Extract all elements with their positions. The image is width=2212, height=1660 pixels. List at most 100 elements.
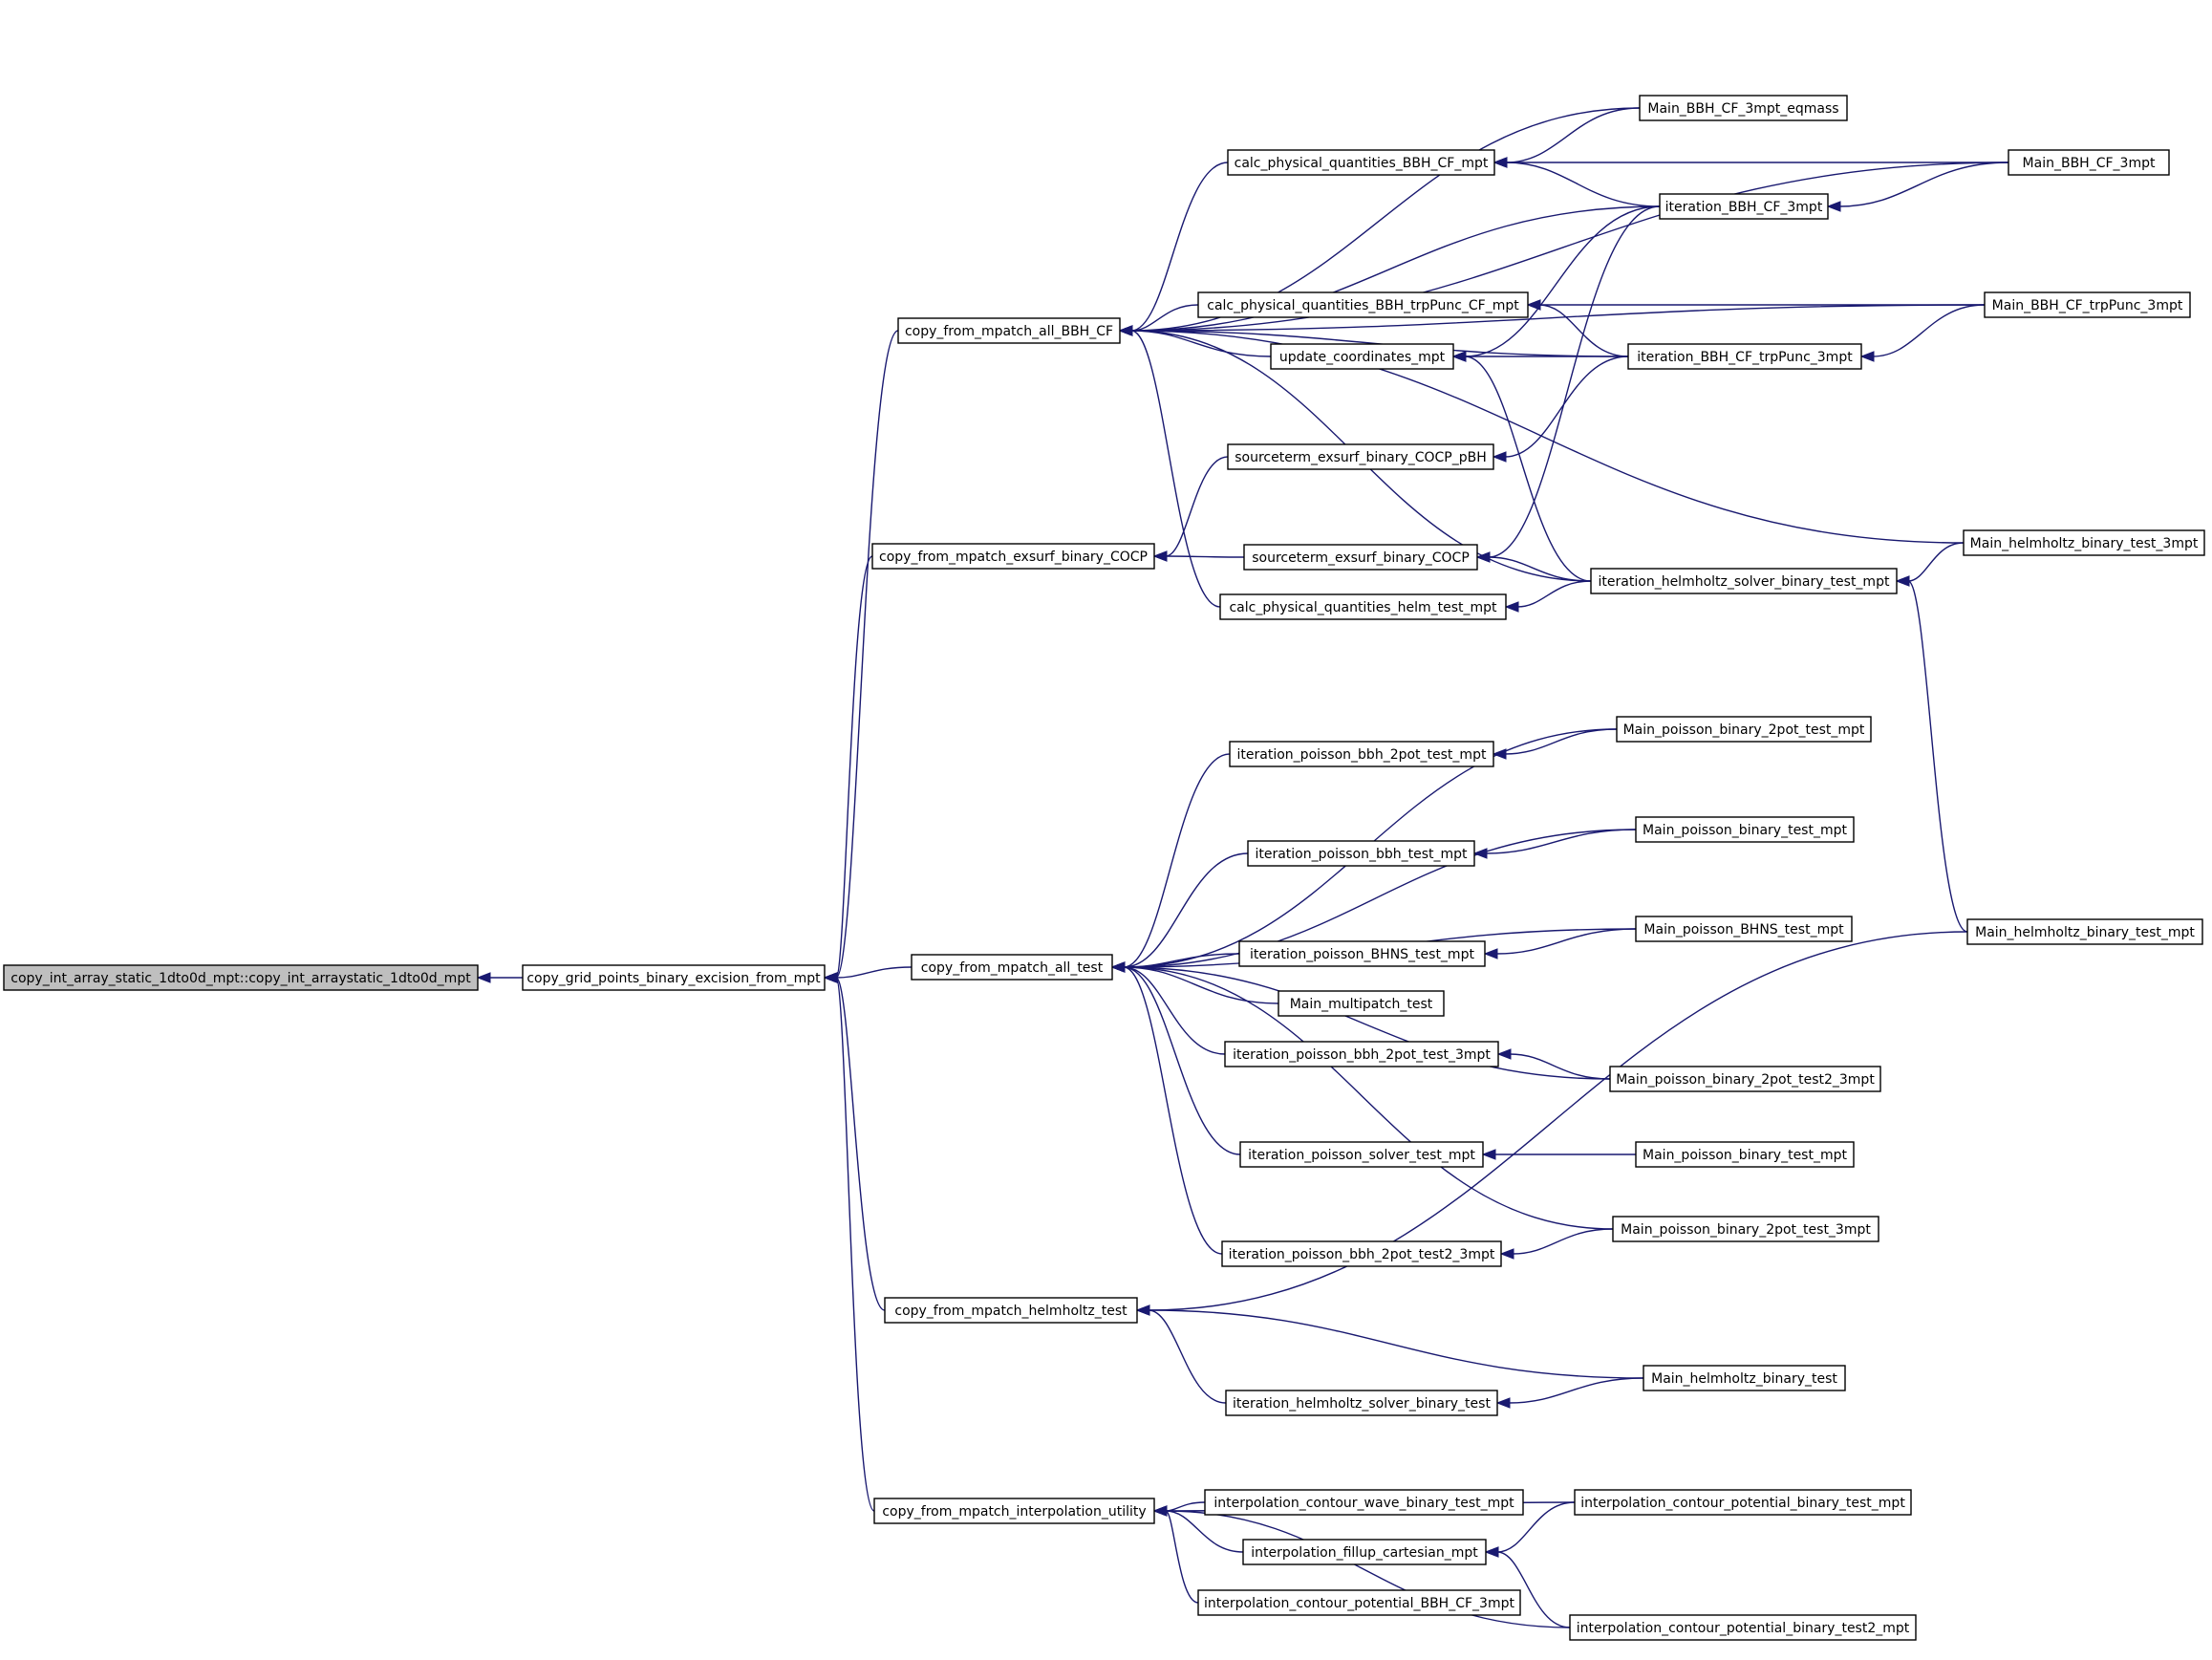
node-root[interactable]: copy_int_array_static_1dto0d_mpt::copy_i… (3, 964, 479, 991)
node-label: interpolation_contour_potential_BBH_CF_3… (1204, 1596, 1514, 1611)
edge-helm-to-cgp (823, 972, 886, 1311)
node-m3eq[interactable]: Main_BBH_CF_3mpt_eqmass (1639, 95, 1848, 121)
node-mpbt2[interactable]: Main_poisson_binary_test_mpt (1635, 1141, 1855, 1168)
edge-line (1538, 304, 1629, 357)
node-label: Main_poisson_binary_2pot_test_mpt (1623, 722, 1865, 738)
edge-line (835, 555, 873, 979)
node-ittrp3[interactable]: iteration_BBH_CF_trpPunc_3mpt (1627, 343, 1862, 370)
edge-interp-to-cgp (823, 972, 875, 1512)
node-box (1627, 343, 1862, 370)
node-label: calc_physical_quantities_BBH_CF_mpt (1235, 156, 1489, 171)
node-label: iteration_helmholtz_solver_binary_test_m… (1599, 574, 1890, 590)
node-mpb2pot23[interactable]: Main_poisson_binary_2pot_test2_3mpt (1609, 1066, 1881, 1092)
node-calctrp[interactable]: calc_physical_quantities_BBH_trpPunc_CF_… (1197, 291, 1529, 318)
node-itp2pot3[interactable]: iteration_poisson_bbh_2pot_test_3mpt (1224, 1041, 1499, 1067)
edge-line (1504, 728, 1618, 755)
node-mpbt1[interactable]: Main_poisson_binary_test_mpt (1635, 816, 1855, 843)
node-box (1963, 529, 2205, 556)
node-icwave[interactable]: interpolation_contour_wave_binary_test_m… (1204, 1489, 1524, 1516)
node-box (1227, 149, 1495, 176)
edge-m3-to-itbbh3 (1826, 162, 2009, 212)
node-mhelmb[interactable]: Main_helmholtz_binary_test (1643, 1365, 1846, 1391)
node-ithelmbt[interactable]: iteration_helmholtz_solver_binary_test_m… (1590, 568, 1898, 594)
node-srccocp[interactable]: sourceterm_exsurf_binary_COCP (1243, 544, 1478, 571)
edge-line (1130, 107, 1641, 332)
edge-line (1495, 928, 1637, 955)
node-label: iteration_helmholtz_solver_binary_test (1233, 1396, 1491, 1412)
edge-srccocp-to-exsurf (1152, 550, 1245, 562)
node-mpbhns[interactable]: Main_poisson_BHNS_test_mpt (1635, 916, 1853, 942)
node-interp[interactable]: copy_from_mpatch_interpolation_utility (873, 1498, 1155, 1524)
node-helm[interactable]: copy_from_mpatch_helmholtz_test (884, 1297, 1138, 1324)
node-itbbh3[interactable]: iteration_BBH_CF_3mpt (1659, 193, 1829, 220)
edge-line (1165, 1510, 1199, 1604)
node-icpot[interactable]: interpolation_contour_potential_binary_t… (1574, 1489, 1912, 1516)
edge-icpot2-to-ifill (1484, 1546, 1571, 1628)
edge-line (1496, 1551, 1571, 1628)
arrowhead (1475, 551, 1491, 563)
node-itp2pot23[interactable]: iteration_poisson_bbh_2pot_test2_3mpt (1221, 1240, 1502, 1267)
node-box (1659, 193, 1829, 220)
node-layer: copy_int_array_static_1dto0d_mpt::copy_i… (3, 95, 2205, 1641)
node-box (1635, 1141, 1855, 1168)
edge-line (1464, 205, 1661, 357)
node-calcbbh[interactable]: calc_physical_quantities_BBH_CF_mpt (1227, 149, 1495, 176)
edge-itbbh3-to-calcbbh (1493, 157, 1661, 207)
node-box (884, 1297, 1138, 1324)
arrowhead (1484, 1546, 1499, 1558)
node-icpot2[interactable]: interpolation_contour_potential_binary_t… (1569, 1614, 1917, 1641)
node-box (1225, 1390, 1498, 1416)
node-srcpbh[interactable]: sourceterm_exsurf_binary_COCP_pBH (1227, 443, 1494, 470)
edge-line (1509, 1053, 1611, 1080)
node-label: interpolation_fillup_cartesian_mpt (1251, 1545, 1478, 1561)
node-mmulti[interactable]: Main_multipatch_test (1278, 990, 1445, 1017)
node-itpsolver[interactable]: iteration_poisson_solver_test_mpt (1239, 1141, 1484, 1168)
edge-mpbt2-to-itpsolver (1481, 1149, 1636, 1160)
node-mtrp3[interactable]: Main_BBH_CF_trpPunc_3mpt (1984, 291, 2191, 318)
edge-line (1488, 556, 1592, 582)
node-mhelm3[interactable]: Main_helmholtz_binary_test_3mpt (1963, 529, 2205, 556)
edge-line (1505, 162, 1661, 207)
node-alltest[interactable]: copy_from_mpatch_all_test (911, 954, 1113, 981)
node-box (1229, 741, 1494, 767)
arrowhead (1483, 948, 1498, 959)
node-updcoord[interactable]: update_coordinates_mpt (1270, 343, 1454, 370)
node-itpbbh[interactable]: iteration_poisson_bbh_test_mpt (1247, 840, 1475, 867)
node-box (1635, 816, 1855, 843)
edge-ittrp3-to-srcpbh (1492, 356, 1629, 463)
node-ifill[interactable]: interpolation_fillup_cartesian_mpt (1242, 1539, 1487, 1565)
node-label: Main_poisson_binary_test_mpt (1643, 823, 1847, 838)
arrowhead (1472, 848, 1488, 859)
node-label: update_coordinates_mpt (1279, 350, 1446, 365)
edge-line (1123, 829, 1637, 968)
node-mpb2pot3[interactable]: Main_poisson_binary_2pot_test_3mpt (1612, 1216, 1879, 1242)
node-itp2pot[interactable]: iteration_poisson_bbh_2pot_test_mpt (1229, 741, 1494, 767)
node-box (522, 964, 826, 991)
node-mpb2pot[interactable]: Main_poisson_binary_2pot_test_mpt (1616, 716, 1872, 743)
edge-line (1165, 1510, 1571, 1628)
node-bbhcf[interactable]: copy_from_mpatch_all_BBH_CF (897, 317, 1121, 344)
node-label: iteration_poisson_BHNS_test_mpt (1250, 947, 1474, 962)
node-label: copy_from_mpatch_helmholtz_test (894, 1304, 1127, 1319)
node-mhelmt[interactable]: Main_helmholtz_binary_test_mpt (1966, 918, 2203, 945)
node-itpbhns[interactable]: iteration_poisson_BHNS_test_mpt (1238, 940, 1486, 967)
edge-itp2pot-to-alltest (1110, 753, 1231, 973)
node-label: iteration_poisson_bbh_2pot_test_3mpt (1233, 1047, 1491, 1063)
node-calchelm[interactable]: calc_physical_quantities_helm_test_mpt (1219, 593, 1507, 620)
node-exsurf[interactable]: copy_from_mpatch_exsurf_binary_COCP (871, 543, 1155, 570)
node-icbbh[interactable]: interpolation_contour_potential_BBH_CF_3… (1197, 1589, 1521, 1616)
edge-mhelmt-to-ithelmbt (1895, 575, 1968, 933)
node-m3[interactable]: Main_BBH_CF_3mpt (2008, 149, 2170, 176)
edge-line (1148, 1309, 1227, 1404)
edge-line (1130, 205, 1661, 332)
edge-line (1165, 1501, 1206, 1512)
node-ithelmb[interactable]: iteration_helmholtz_solver_binary_test (1225, 1390, 1498, 1416)
node-label: copy_from_mpatch_all_test (921, 960, 1104, 976)
node-box (873, 1498, 1155, 1524)
edge-mpbhns-to-itpbhns (1483, 928, 1637, 959)
node-label: copy_from_mpatch_all_BBH_CF (905, 324, 1113, 339)
node-label: Main_BBH_CF_3mpt (2023, 156, 2156, 171)
node-label: iteration_poisson_solver_test_mpt (1248, 1148, 1475, 1163)
edge-mpb2pot3-to-alltest (1110, 961, 1614, 1230)
node-cgp[interactable]: copy_grid_points_binary_excision_from_mp… (522, 964, 826, 991)
